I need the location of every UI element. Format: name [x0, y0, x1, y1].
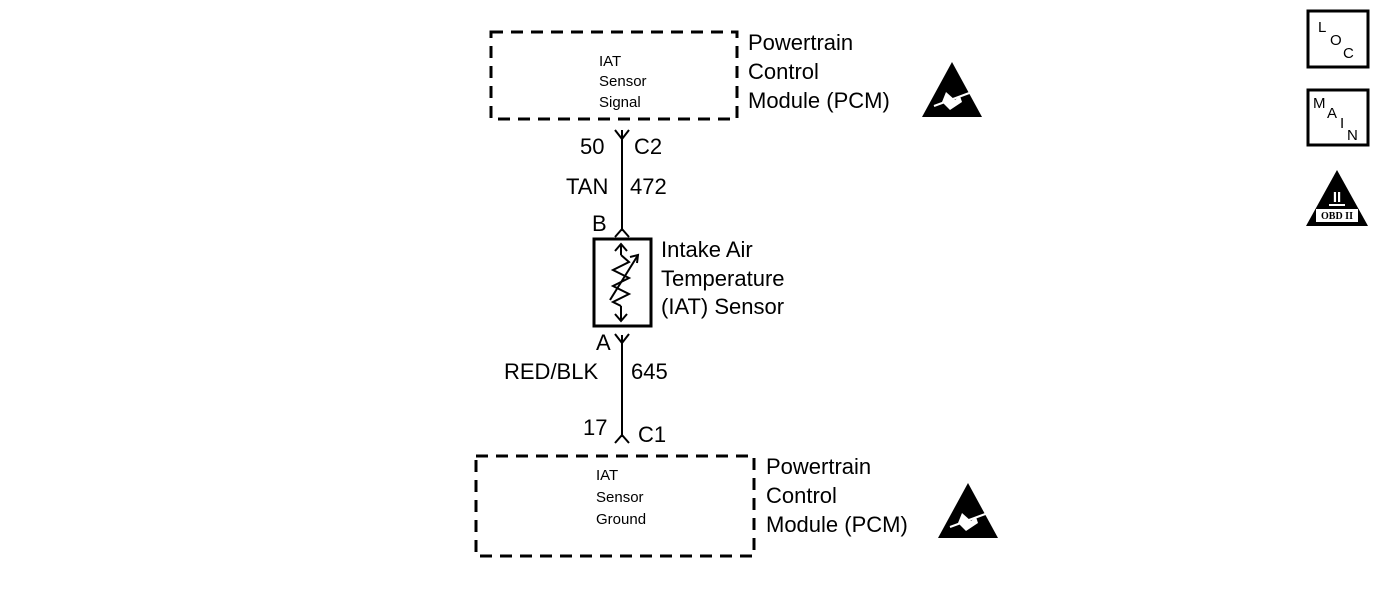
sensor-pin-a: A: [596, 330, 611, 355]
bottom-pcm-name-line-2: Control: [766, 483, 837, 508]
sensor-name-line-1: Intake Air: [661, 237, 753, 262]
main-letter-2: A: [1327, 105, 1337, 122]
lower-connector-id: C1: [638, 422, 666, 447]
main-badge[interactable]: M A I N: [1306, 88, 1370, 147]
loc-letter-3: C: [1343, 45, 1354, 62]
top-pcm-name-line-2: Control: [748, 59, 819, 84]
c1-connector-symbol: [614, 433, 630, 444]
upper-connector-id: C2: [634, 134, 662, 159]
sensor-name-line-3: (IAT) Sensor: [661, 294, 784, 319]
bottom-box-line-1: IAT: [596, 467, 618, 484]
top-box-line-3: Signal: [599, 94, 641, 111]
sensor-pin-b: B: [592, 211, 607, 236]
bottom-box-line-2: Sensor: [596, 489, 644, 506]
obd-numeral: II: [1333, 189, 1341, 206]
upper-circuit-number: 472: [630, 174, 667, 199]
top-pcm-name-line-3: Module (PCM): [748, 88, 890, 113]
pin-b-connector-symbol: [614, 227, 630, 238]
obd-label: OBD II: [1321, 211, 1353, 222]
upper-wire-color: TAN: [566, 174, 608, 199]
top-box-line-2: Sensor: [599, 73, 647, 90]
loc-badge[interactable]: L O C: [1306, 9, 1370, 69]
main-letter-4: N: [1347, 127, 1358, 144]
bottom-pcm-name-line-3: Module (PCM): [766, 512, 908, 537]
loc-letter-1: L: [1318, 19, 1326, 36]
obd-ii-badge[interactable]: II OBD II: [1306, 170, 1368, 226]
upper-pin-number: 50: [580, 134, 604, 159]
bottom-pcm-box: [474, 454, 756, 558]
top-box-line-1: IAT: [599, 53, 621, 70]
pin-a-connector-symbol: [614, 333, 630, 345]
lower-wire-color: RED/BLK: [504, 359, 598, 384]
bottom-pcm-name-line-1: Powertrain: [766, 454, 871, 479]
lower-circuit-number: 645: [631, 359, 668, 384]
top-pcm-box: [489, 30, 739, 121]
bottom-box-line-3: Ground: [596, 511, 646, 528]
c2-connector-symbol: [614, 129, 630, 141]
sensor-name-line-2: Temperature: [661, 266, 785, 291]
esd-sensitive-icon: [938, 483, 998, 538]
lower-pin-number: 17: [583, 415, 607, 440]
main-letter-3: I: [1340, 115, 1344, 132]
top-pcm-name-line-1: Powertrain: [748, 30, 853, 55]
thermistor-symbol: [609, 242, 640, 323]
esd-sensitive-icon: [922, 62, 982, 117]
iat-sensor-box: [592, 237, 653, 328]
loc-letter-2: O: [1330, 32, 1342, 49]
main-letter-1: M: [1313, 95, 1326, 112]
